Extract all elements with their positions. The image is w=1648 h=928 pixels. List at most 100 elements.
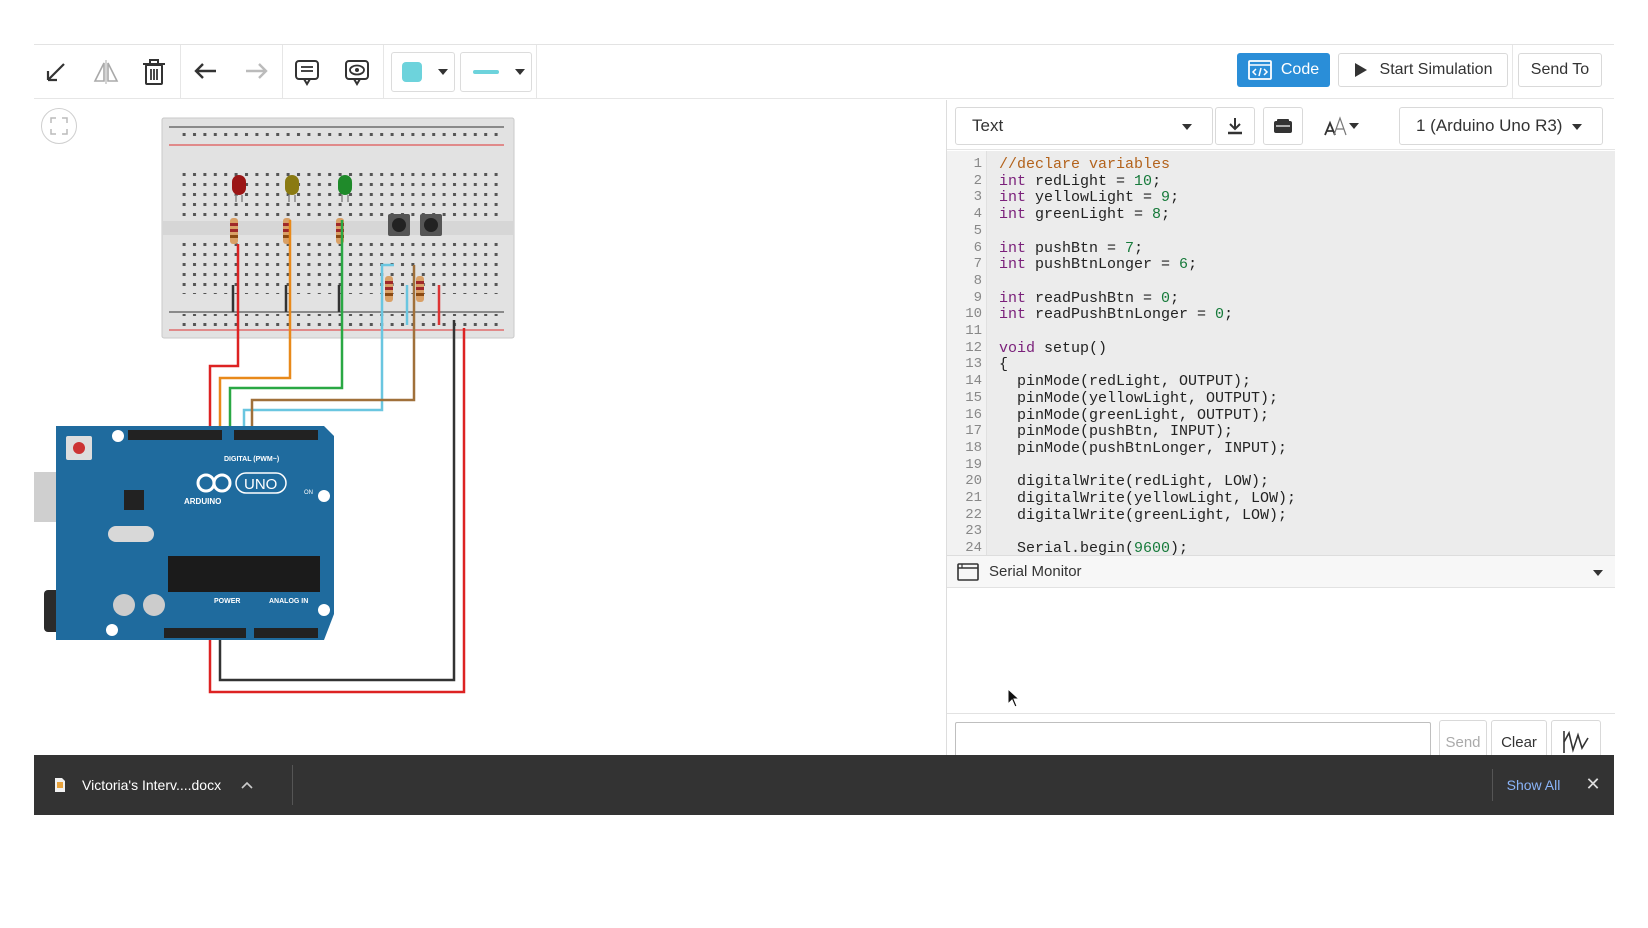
- libraries-button[interactable]: [1263, 107, 1303, 145]
- fill-color-dropdown[interactable]: [391, 52, 455, 92]
- close-icon[interactable]: ✕: [1585, 773, 1601, 794]
- on-led-label: ON: [304, 490, 313, 496]
- line-number: 6: [973, 239, 982, 256]
- flip-icon[interactable]: [88, 54, 124, 90]
- notes-icon[interactable]: [289, 54, 325, 90]
- chevron-down-icon: [515, 69, 525, 75]
- undo-icon[interactable]: [188, 54, 224, 90]
- line-number: 11: [965, 323, 982, 339]
- arduino-uno-board[interactable]: [34, 426, 334, 640]
- line-number: 15: [965, 389, 982, 406]
- code-line: digitalWrite(yellowLight, LOW);: [999, 490, 1297, 507]
- line-number: 2: [973, 172, 982, 189]
- chevron-down-icon: [1572, 124, 1582, 130]
- analog-in-label: ANALOG IN: [269, 598, 309, 605]
- start-simulation-button[interactable]: Start Simulation: [1338, 53, 1508, 87]
- chevron-down-icon: [1182, 124, 1192, 130]
- font-size-dropdown[interactable]: [1311, 107, 1363, 145]
- main-toolbar: Code Start Simulation Send To: [34, 45, 1614, 99]
- code-line: void setup(): [999, 339, 1108, 357]
- code-mode-select[interactable]: Text: [955, 107, 1213, 145]
- rotate-icon[interactable]: [38, 54, 74, 90]
- circuit-canvas[interactable]: ARDUINO UNO DIGITAL (PWM~) POWER ANALOG …: [34, 100, 946, 800]
- line-number: 5: [973, 222, 982, 239]
- chevron-up-icon[interactable]: [241, 781, 253, 789]
- board-select[interactable]: 1 (Arduino Uno R3): [1399, 107, 1603, 145]
- line-number: 12: [965, 339, 982, 356]
- serial-monitor-title: Serial Monitor: [989, 563, 1082, 580]
- arduino-model-label: UNO: [244, 476, 278, 493]
- fit-view-icon: [50, 117, 68, 135]
- code-line: int yellowLight = 9;: [999, 189, 1180, 207]
- push-button[interactable]: [388, 214, 410, 236]
- code-icon: [1247, 60, 1272, 80]
- line-number: 8: [973, 272, 982, 289]
- show-all-button[interactable]: Show All: [1492, 769, 1574, 801]
- line-number: 13: [965, 356, 982, 373]
- toolbar-divider: [536, 45, 537, 99]
- code-line: int pushBtnLonger = 6;: [999, 256, 1198, 274]
- code-line: int redLight = 10;: [999, 172, 1162, 190]
- line-number: 3: [973, 189, 982, 206]
- send-to-button[interactable]: Send To: [1518, 53, 1602, 87]
- code-line: {: [999, 356, 1009, 374]
- code-line: pinMode(yellowLight, OUTPUT);: [999, 389, 1279, 407]
- redo-icon[interactable]: [238, 54, 274, 90]
- toolbar-divider: [1512, 45, 1513, 99]
- tinkercad-editor: Code Start Simulation Send To: [34, 44, 1615, 860]
- code-line: digitalWrite(redLight, LOW);: [999, 473, 1270, 491]
- code-button[interactable]: Code: [1237, 53, 1330, 87]
- code-line: digitalWrite(greenLight, LOW);: [999, 506, 1288, 524]
- code-line: pinMode(pushBtnLonger, INPUT);: [999, 439, 1288, 457]
- code-line: Serial.begin(9600);: [999, 540, 1189, 555]
- resistor[interactable]: [230, 218, 238, 244]
- document-icon: [55, 778, 65, 792]
- line-number: 19: [965, 456, 982, 473]
- line-number: 10: [965, 306, 982, 323]
- code-line: int readPushBtnLonger = 0;: [999, 306, 1234, 324]
- line-number: 7: [973, 256, 982, 273]
- window-icon: [957, 562, 979, 581]
- fill-color-swatch: [402, 62, 422, 82]
- download-file-name: Victoria's Interv....docx: [82, 777, 222, 793]
- circuit-drawing: [34, 117, 515, 694]
- line-number: 1: [973, 156, 982, 172]
- line-number: 18: [965, 439, 982, 456]
- graph-icon: [1563, 730, 1589, 753]
- code-button-label: Code: [1280, 61, 1320, 78]
- notes-visibility-icon[interactable]: [339, 54, 375, 90]
- line-number: 9: [973, 289, 982, 306]
- power-label: POWER: [214, 598, 241, 605]
- code-mode-value: Text: [972, 116, 1004, 135]
- code-toolbar: Text 1 (Arduino Uno R3): [947, 100, 1615, 150]
- wire-style-dropdown[interactable]: [460, 52, 532, 92]
- serial-monitor-header[interactable]: Serial Monitor: [947, 555, 1615, 588]
- code-line: //declare variables: [999, 156, 1171, 173]
- play-icon: [1354, 63, 1367, 77]
- resistor[interactable]: [385, 276, 393, 302]
- fit-view-button[interactable]: [41, 108, 77, 144]
- line-number: 17: [965, 423, 982, 440]
- led-yellow[interactable]: [285, 175, 299, 202]
- wire-color-swatch: [473, 70, 499, 74]
- line-number: 14: [965, 373, 982, 390]
- code-line: int readPushBtn = 0;: [999, 289, 1180, 307]
- chevron-down-icon: [438, 69, 448, 75]
- start-simulation-label: Start Simulation: [1379, 61, 1493, 78]
- delete-icon[interactable]: [136, 54, 172, 90]
- code-line: int greenLight = 8;: [999, 206, 1171, 224]
- line-number: 24: [965, 540, 982, 555]
- push-button[interactable]: [420, 214, 442, 236]
- download-code-button[interactable]: [1215, 107, 1255, 145]
- download-icon: [1228, 118, 1242, 135]
- resistor[interactable]: [416, 276, 424, 302]
- code-line: int pushBtn = 7;: [999, 239, 1144, 257]
- download-item[interactable]: Victoria's Interv....docx: [34, 755, 292, 815]
- led-green[interactable]: [338, 175, 352, 202]
- download-shelf: Victoria's Interv....docx Show All ✕: [34, 755, 1614, 815]
- chevron-down-icon[interactable]: [1593, 570, 1603, 576]
- arduino-brand-label: ARDUINO: [184, 497, 222, 506]
- led-red[interactable]: [232, 175, 246, 202]
